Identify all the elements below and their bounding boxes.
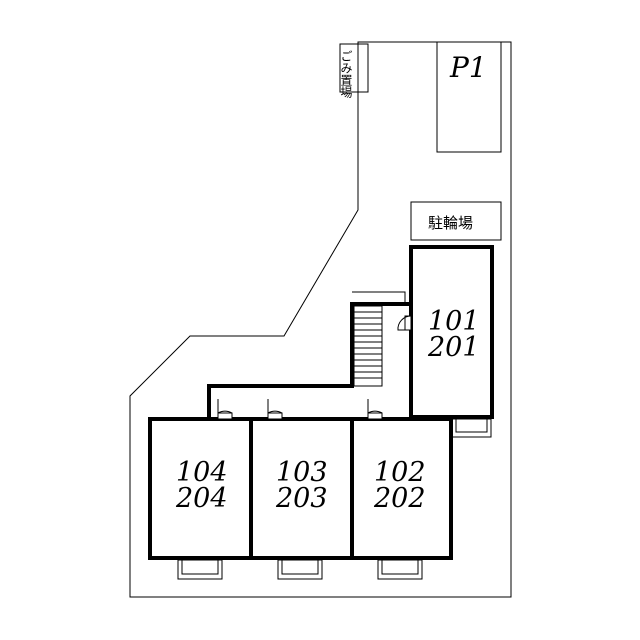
door [217, 412, 233, 420]
balcony [277, 559, 323, 580]
unit-104-label: 104 [176, 457, 228, 488]
balcony [177, 559, 223, 580]
balcony-inner [381, 559, 419, 575]
unit-103-label: 103 [276, 457, 328, 488]
unit-101-label: 101 [428, 306, 480, 337]
balcony-inner [455, 418, 488, 433]
bicycle-parking-label: 駐輪場 [428, 214, 473, 232]
parking-space [436, 41, 502, 153]
corridor-wall [207, 302, 411, 417]
parking-label: P1 [449, 51, 487, 84]
site-boundary [129, 41, 512, 598]
unit-203-label: 203 [275, 483, 328, 514]
unit-204-label: 204 [175, 483, 228, 514]
garbage-area [339, 43, 369, 93]
unit-201-label: 201 [427, 332, 480, 363]
door [367, 412, 383, 420]
bicycle-parking [410, 201, 502, 241]
balcony [377, 559, 423, 580]
balcony-inner [281, 559, 319, 575]
stair-steps [354, 311, 382, 379]
balcony-inner [181, 559, 219, 575]
garbage-area-label: ごみ置場 [339, 50, 353, 99]
balcony [451, 418, 492, 438]
unit-102-label: 102 [374, 457, 426, 488]
staircase [353, 305, 383, 387]
unit-202-label: 202 [373, 483, 426, 514]
stair-wall [352, 291, 406, 304]
door-swing [397, 315, 412, 331]
unit-104-204 [148, 417, 253, 560]
door [404, 315, 412, 331]
door [267, 412, 283, 420]
